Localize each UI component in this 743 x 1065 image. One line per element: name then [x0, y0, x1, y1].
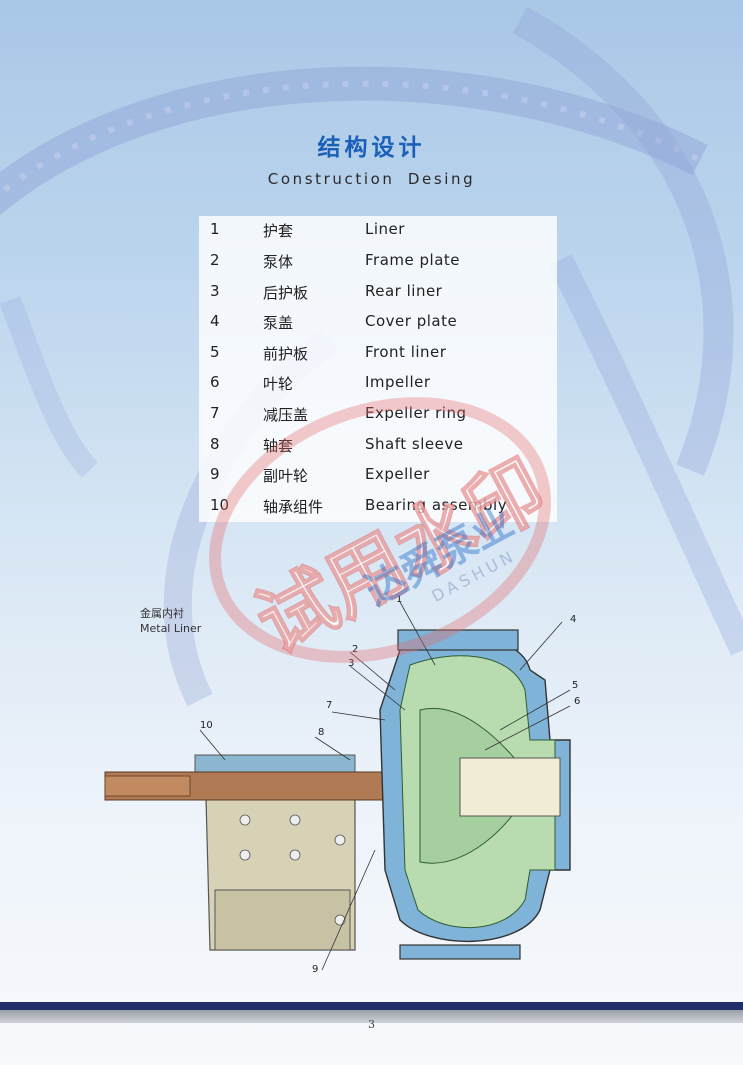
part-name-zh: 副叶轮 [263, 467, 309, 485]
part-name-zh: 轴套 [263, 437, 294, 455]
part-name-zh: 后护板 [263, 284, 309, 302]
part-name-en: Cover plate [365, 312, 458, 330]
callout-5: 5 [572, 680, 578, 691]
parts-row: 2 泵体 Frame plate [199, 247, 557, 277]
part-name-zh: 叶轮 [263, 375, 294, 393]
part-name-en: Bearing assembly [365, 496, 508, 514]
part-number: 3 [210, 282, 220, 300]
part-name-zh: 泵体 [263, 253, 294, 271]
part-name-en: Frame plate [365, 251, 460, 269]
parts-row: 9 副叶轮 Expeller [199, 461, 557, 491]
callout-9: 9 [312, 964, 318, 975]
page-title: 结构设计 [317, 135, 426, 161]
callout-7: 7 [326, 700, 332, 711]
parts-table: 1 护套 Liner 2 泵体 Frame plate 3 后护板 Rear l… [199, 216, 557, 522]
shaft-end [104, 775, 191, 797]
parts-row: 4 泵盖 Cover plate [199, 308, 557, 338]
parts-row: 7 减压盖 Expeller ring [199, 400, 557, 430]
part-name-en: Expeller ring [365, 404, 467, 422]
footer-bar [0, 1002, 743, 1010]
discharge-flange [397, 629, 519, 651]
part-number: 8 [210, 435, 220, 453]
part-name-en: Front liner [365, 343, 447, 361]
callout-10: 10 [200, 720, 213, 731]
part-number: 5 [210, 343, 220, 361]
part-name-zh: 减压盖 [263, 406, 309, 424]
parts-row: 3 后护板 Rear liner [199, 278, 557, 308]
part-number: 6 [210, 373, 220, 391]
callout-3: 3 [348, 658, 354, 669]
part-name-en: Expeller [365, 465, 430, 483]
pump-cross-section-drawing: 1 4 2 3 5 6 7 8 10 9 [104, 594, 580, 975]
parts-row: 10 轴承组件 Bearing assembly [199, 492, 557, 522]
part-name-en: Liner [365, 220, 405, 238]
part-name-zh: 轴承组件 [263, 498, 324, 516]
callout-4: 4 [570, 614, 576, 625]
callout-6: 6 [574, 696, 580, 707]
parts-row: 8 轴套 Shaft sleeve [199, 431, 557, 461]
page-number: 3 [368, 1018, 375, 1031]
metal-liner-label-zh: 金属内衬 [140, 607, 184, 620]
part-name-en: Shaft sleeve [365, 435, 464, 453]
part-name-en: Impeller [365, 373, 431, 391]
footer-band [0, 1010, 743, 1023]
part-name-zh: 泵盖 [263, 314, 294, 332]
pedestal-base [214, 889, 351, 951]
callout-1: 1 [396, 594, 402, 605]
parts-row: 1 护套 Liner [199, 216, 557, 246]
callout-2: 2 [352, 644, 358, 655]
base-flange [399, 944, 521, 960]
part-number: 2 [210, 251, 220, 269]
part-name-zh: 前护板 [263, 345, 309, 363]
part-number: 7 [210, 404, 220, 422]
suction-bore [459, 757, 561, 817]
part-number: 10 [210, 496, 230, 514]
metal-liner-label-en: Metal Liner [140, 622, 202, 635]
part-number: 1 [210, 220, 220, 238]
callout-8: 8 [318, 727, 324, 738]
parts-row: 6 叶轮 Impeller [199, 369, 557, 399]
part-name-en: Rear liner [365, 282, 443, 300]
page-subtitle: Construction Desing [267, 170, 476, 188]
part-number: 4 [210, 312, 220, 330]
parts-row: 5 前护板 Front liner [199, 339, 557, 369]
part-name-zh: 护套 [263, 222, 294, 240]
part-number: 9 [210, 465, 220, 483]
